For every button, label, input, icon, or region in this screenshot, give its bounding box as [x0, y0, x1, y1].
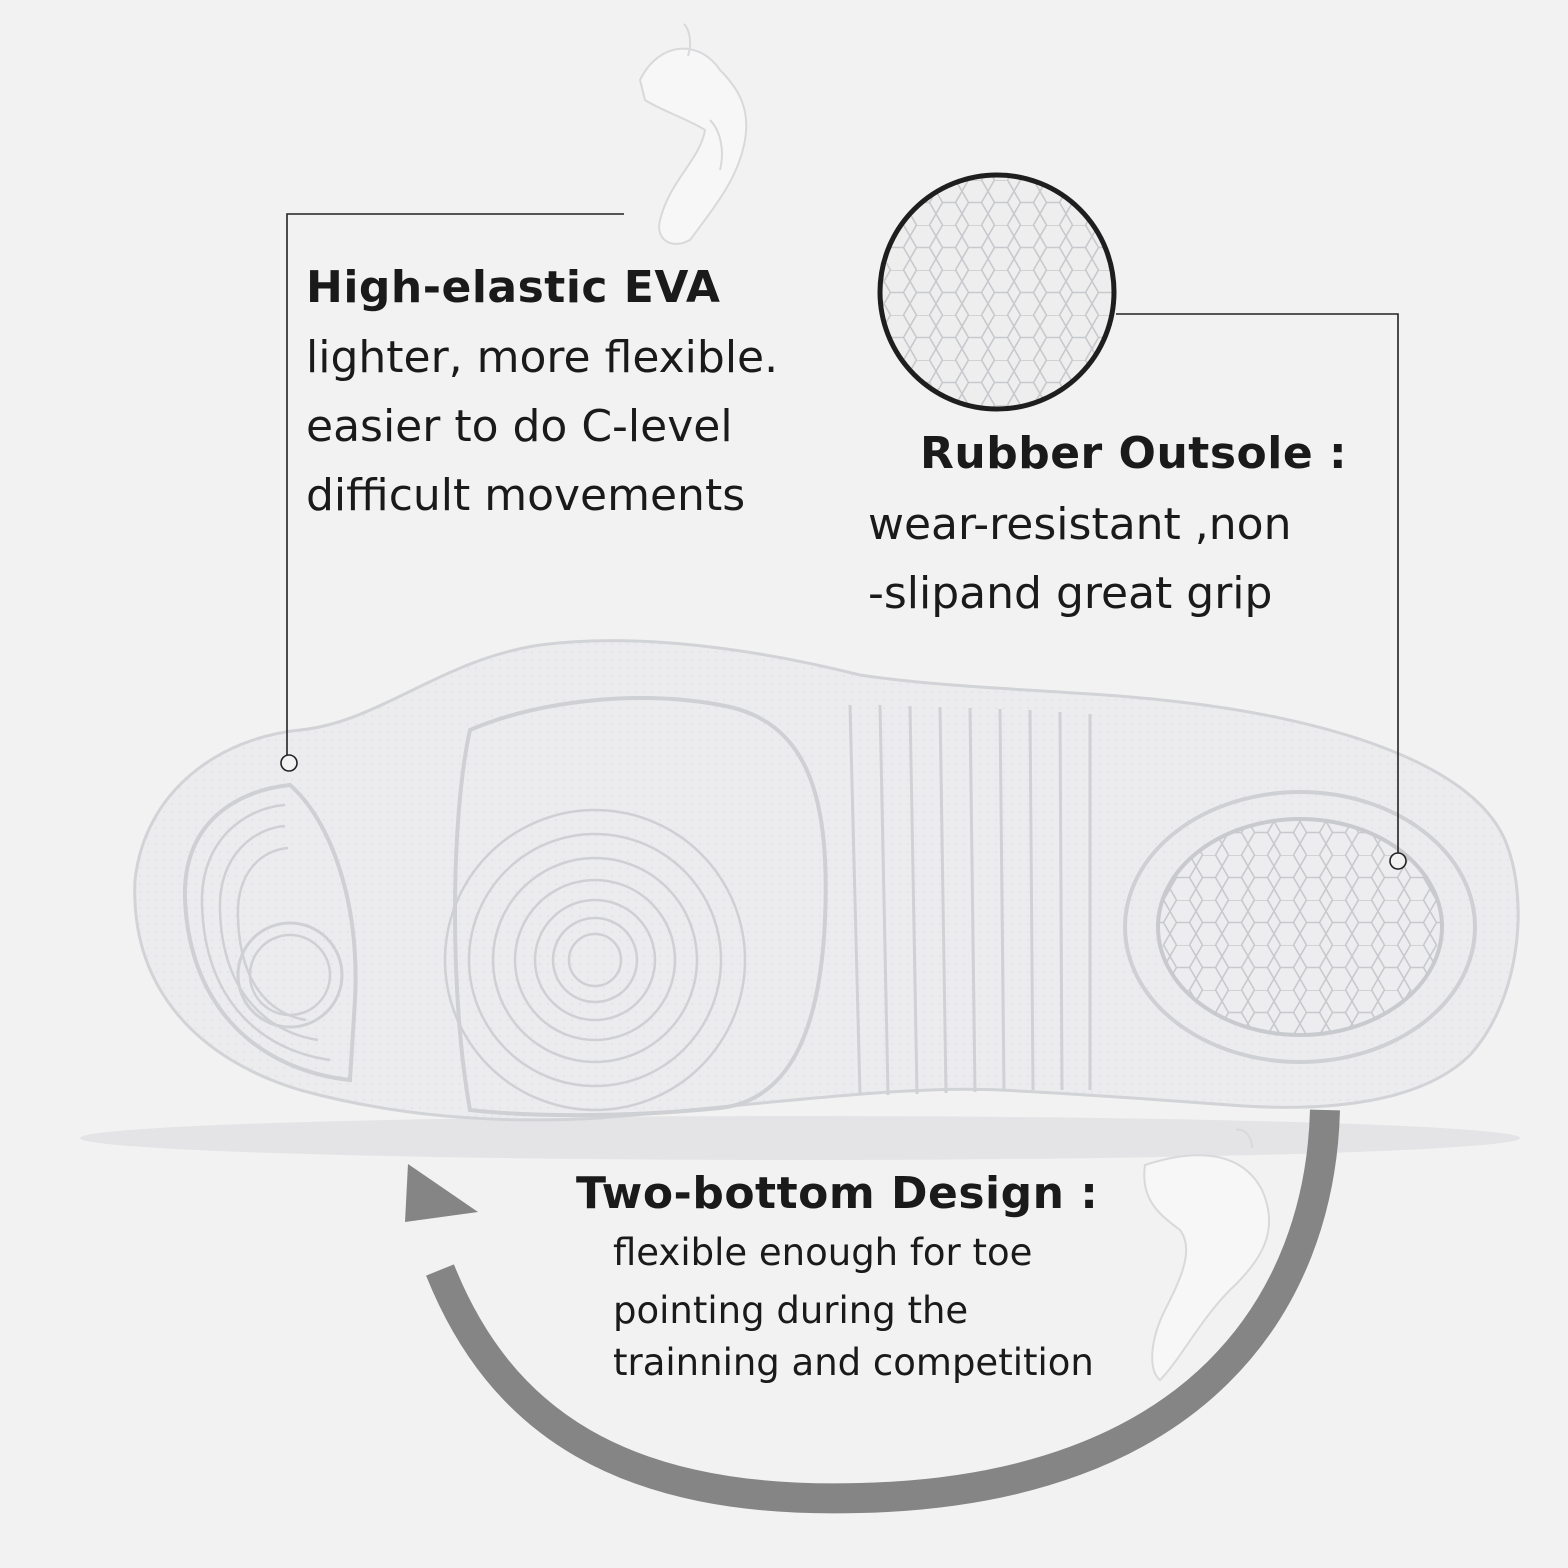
two-bottom-line: pointing during the: [613, 1289, 969, 1332]
eva-title: High-elastic EVA: [306, 262, 721, 313]
two-bottom-line: flexible enough for toe: [613, 1231, 1033, 1274]
rubber-title: Rubber Outsole :: [920, 428, 1348, 479]
midfoot-pad: [443, 696, 828, 1118]
bent-shoe-icon: [638, 23, 748, 245]
flex-grooves: [848, 704, 1092, 1096]
eva-leader-line: [280, 213, 624, 772]
curved-arrow-icon: [405, 1109, 1340, 1514]
eva-line: easier to do C-level: [306, 401, 733, 452]
two-bottom-line: trainning and competition: [613, 1341, 1094, 1384]
toe-pad: [1123, 790, 1477, 1064]
rubber-line: -slipand great grip: [868, 568, 1273, 619]
eva-line: lighter, more flexible.: [306, 332, 779, 383]
rubber-leader-line: [1116, 313, 1407, 870]
honeycomb-texture-icon: [877, 172, 1117, 412]
ground-shadow: [80, 1116, 1520, 1160]
eva-line: difficult movements: [306, 470, 746, 521]
bent-shoe-icon-bottom: [1143, 1128, 1271, 1382]
heel-pad: [182, 782, 358, 1083]
shoe-sole: [133, 639, 1520, 1122]
two-bottom-title: Two-bottom Design :: [576, 1168, 1099, 1219]
rubber-line: wear-resistant ,non: [868, 499, 1292, 550]
